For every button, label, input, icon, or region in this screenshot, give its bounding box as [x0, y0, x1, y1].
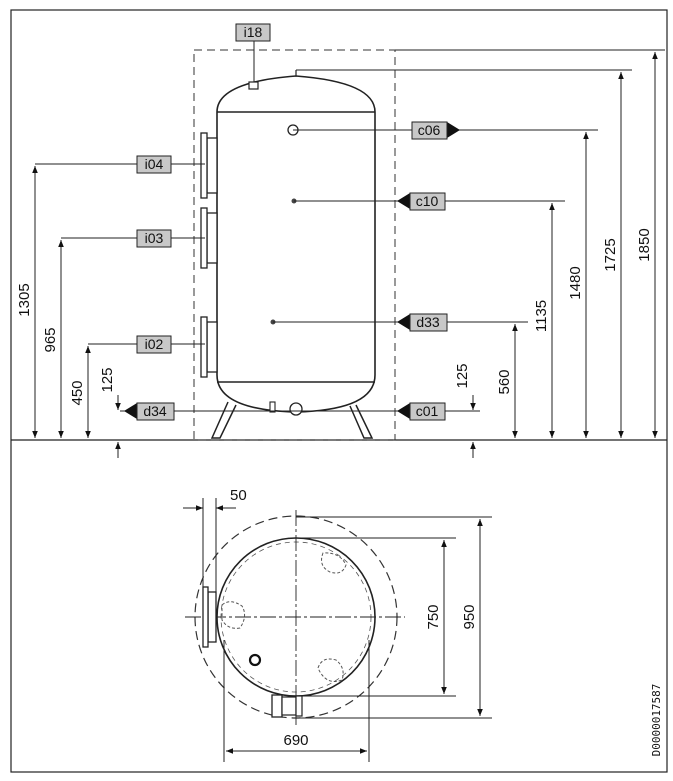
dim-125-left: 125 [99, 367, 116, 392]
svg-text:c06: c06 [418, 122, 441, 138]
leg-right [349, 404, 374, 439]
dim-750: 750 [425, 604, 442, 629]
label-d34: d34 [136, 402, 175, 421]
label-c06: c06 [411, 121, 448, 140]
label-i02: i02 [136, 335, 172, 354]
svg-text:i02: i02 [145, 336, 164, 352]
dim-50: 50 [230, 487, 247, 504]
svg-text:c01: c01 [416, 403, 439, 419]
drawing-code: D0000017587 [650, 684, 663, 757]
bottom-outlet [289, 402, 303, 416]
label-i04: i04 [136, 155, 172, 174]
label-i18: i18 [235, 23, 271, 42]
top-flange [207, 591, 217, 643]
dim-125-right: 125 [454, 363, 471, 388]
label-i03: i03 [136, 229, 172, 248]
svg-text:d34: d34 [143, 403, 167, 419]
dim-450: 450 [69, 380, 86, 405]
label-c01: c01 [409, 402, 446, 421]
label-c10: c10 [409, 192, 446, 211]
dim-1850: 1850 [636, 228, 653, 261]
dim-560: 560 [496, 369, 513, 394]
svg-text:i04: i04 [145, 156, 164, 172]
flange-lower [206, 321, 218, 373]
top-dimensions: 50 750 950 690 [183, 487, 492, 762]
svg-text:d33: d33 [416, 314, 440, 330]
outer-border [10, 9, 668, 773]
svg-text:i18: i18 [244, 24, 263, 40]
dim-1725: 1725 [602, 238, 619, 271]
inspection-port [248, 653, 262, 667]
flange-middle [206, 212, 218, 264]
top-nozzle [248, 81, 259, 90]
tank-body [216, 75, 376, 413]
dim-1480: 1480 [567, 266, 584, 299]
dim-690: 690 [283, 732, 308, 749]
dim-1135: 1135 [533, 300, 550, 332]
dim-950: 950 [461, 604, 478, 629]
label-d33: d33 [409, 313, 448, 332]
flange-upper [206, 137, 218, 194]
dashed-envelope [193, 49, 396, 441]
dim-965: 965 [42, 327, 59, 352]
svg-text:i03: i03 [145, 230, 164, 246]
dim-1305: 1305 [16, 283, 33, 316]
top-view [185, 510, 405, 725]
svg-text:c10: c10 [416, 193, 439, 209]
side-view [32, 40, 665, 458]
leg-left [210, 401, 237, 439]
